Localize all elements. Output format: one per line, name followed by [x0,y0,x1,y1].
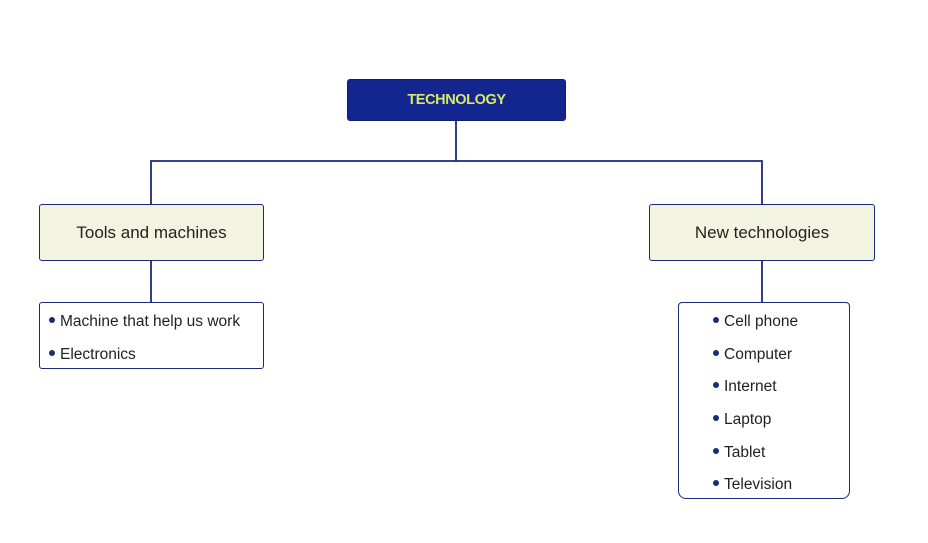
list-item: Tablet [679,442,849,475]
list-item-label: Tablet [724,443,766,461]
list-item-label: Internet [724,378,777,396]
list-item-label: Laptop [724,411,772,429]
root-label: TECHNOLOGY [407,92,506,108]
list-item-label: Machine that help us work [60,313,241,330]
bullet-icon [713,349,719,356]
tools-and-machines-list: Machine that help us work Electronics [39,302,264,369]
bullet-icon [713,480,719,487]
list-item: Machine that help us work [40,311,263,344]
branch-label: Tools and machines [76,222,227,242]
bullet-icon [713,447,719,454]
root-node: TECHNOLOGY [347,79,566,121]
list-item-label: Cell phone [724,313,799,330]
branch-label: New technologies [694,222,830,242]
list-item-label: Television [724,476,793,494]
branch-node-tools-and-machines: Tools and machines [39,204,264,261]
bullet-icon [713,415,719,422]
list-item-label: Electronics [60,345,136,363]
bullet-icon [49,317,55,323]
bullet-icon [713,382,719,389]
list-item: Electronics [40,344,263,377]
list-item: Cell phone [679,311,849,344]
list-item: Television [679,474,849,507]
bullet-icon [713,317,719,323]
bullet-icon [49,349,55,356]
list-item: Laptop [679,409,849,442]
new-technologies-list: Cell phone Computer Internet Laptop Tabl… [678,302,850,499]
list-item-label: Computer [724,345,793,363]
branch-node-new-technologies: New technologies [649,204,875,261]
list-item: Computer [679,344,849,377]
list-item: Internet [679,376,849,409]
